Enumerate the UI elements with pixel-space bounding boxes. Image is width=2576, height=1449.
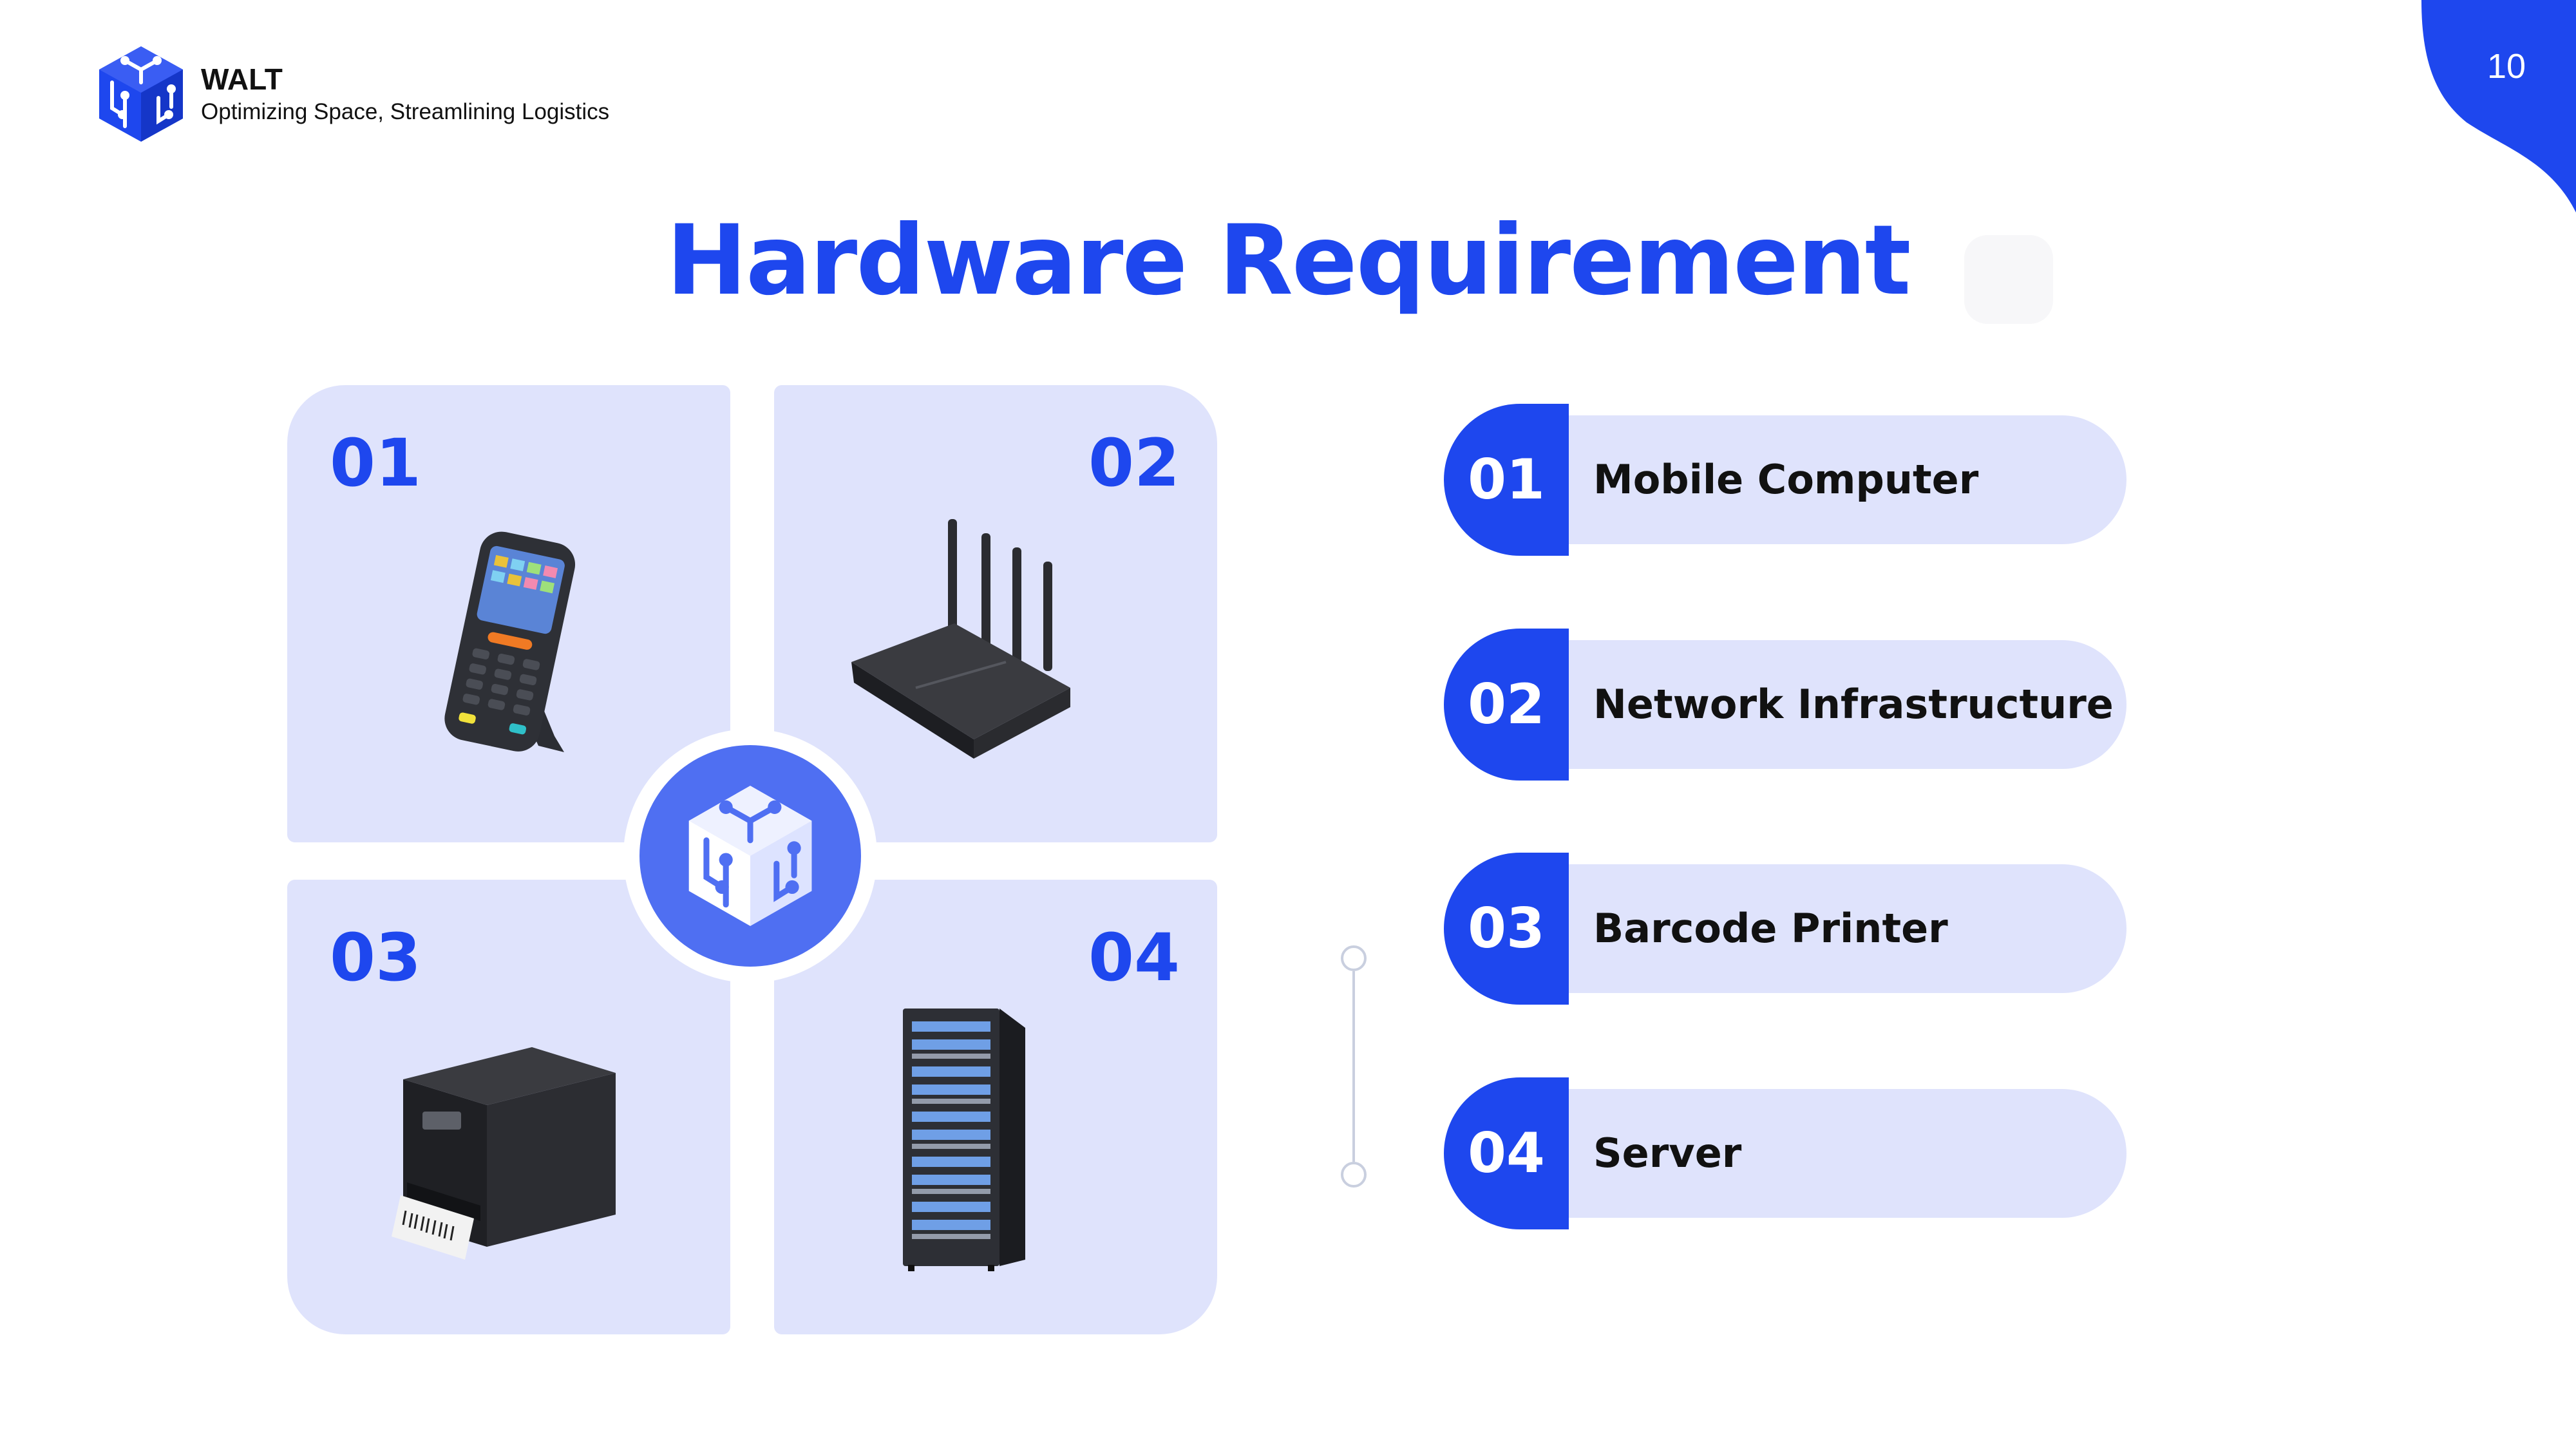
- tile-number: 03: [330, 920, 421, 996]
- list-number-badge: 02: [1444, 629, 1569, 781]
- list-number-badge: 04: [1444, 1077, 1569, 1229]
- tile-barcode-printer: 03: [287, 880, 730, 1334]
- list-number-badge: 03: [1444, 853, 1569, 1005]
- list-item-barcode-printer: 03 Barcode Printer: [1444, 853, 2126, 1005]
- page-title: Hardware Requirement: [666, 205, 1911, 317]
- server-rack-icon: [903, 1009, 1025, 1271]
- list-number: 02: [1468, 672, 1545, 737]
- brand-tagline: Optimizing Space, Streamlining Logistics: [201, 99, 610, 125]
- tile-network-router: 02: [774, 385, 1217, 842]
- page-number: 10: [2487, 47, 2526, 86]
- list-item-server: 04 Server: [1444, 1077, 2126, 1229]
- tile-number: 02: [1088, 425, 1180, 502]
- list-label: Mobile Computer: [1593, 456, 1979, 503]
- tile-mobile-computer: 01: [287, 385, 730, 842]
- list-label: Network Infrastructure: [1593, 681, 2114, 728]
- barcode-printer-icon: [392, 1047, 616, 1260]
- list-label: Barcode Printer: [1593, 905, 1948, 952]
- corner-blob-decoration: [2421, 0, 2576, 213]
- list-item-network-infrastructure: 02 Network Infrastructure: [1444, 629, 2126, 781]
- circuit-cube-icon: [99, 46, 183, 142]
- list-number: 03: [1468, 896, 1545, 961]
- tile-number: 01: [330, 425, 421, 502]
- center-logo-disc: [639, 745, 861, 967]
- mobile-computer-icon: [444, 531, 576, 752]
- router-icon: [851, 519, 1070, 759]
- connector-line-decoration: [1341, 945, 1367, 1188]
- list-pill: [1521, 1089, 2126, 1218]
- list-number: 01: [1468, 448, 1545, 512]
- brand-text: WALT Optimizing Space, Streamlining Logi…: [201, 63, 609, 126]
- list-pill: [1521, 415, 2126, 544]
- list-label: Server: [1593, 1130, 1742, 1177]
- list-pill: [1521, 640, 2126, 769]
- list-item-mobile-computer: 01 Mobile Computer: [1444, 404, 2126, 556]
- list-pill: [1521, 864, 2126, 993]
- brand-header: WALT Optimizing Space, Streamlining Logi…: [97, 44, 609, 144]
- brand-name: WALT: [201, 62, 283, 96]
- tile-number: 04: [1088, 920, 1180, 996]
- tile-server-rack: 04: [774, 880, 1217, 1334]
- list-number-badge: 01: [1444, 404, 1569, 556]
- list-number: 04: [1468, 1121, 1545, 1186]
- faint-placeholder-icon: [1964, 235, 2053, 324]
- circuit-cube-icon: [688, 786, 812, 926]
